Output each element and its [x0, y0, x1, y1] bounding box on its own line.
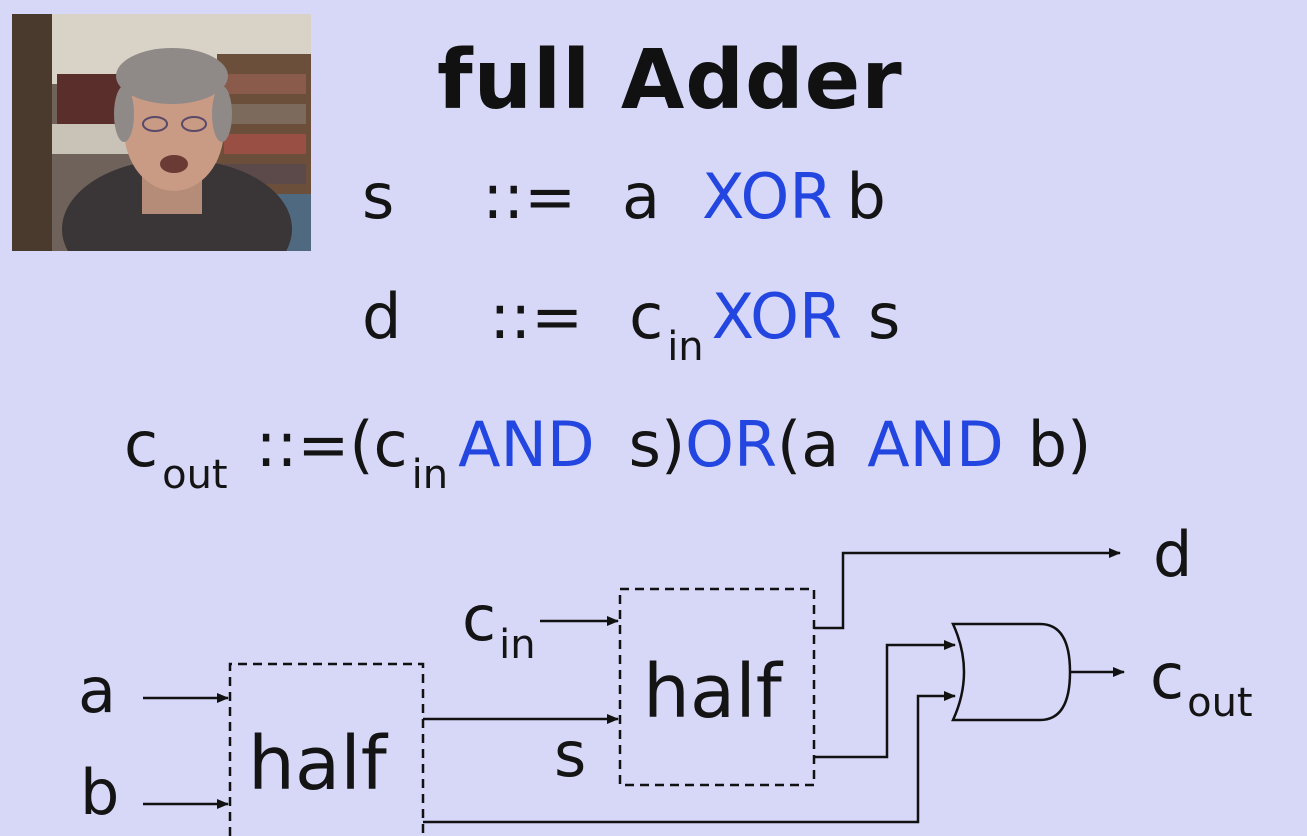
output-cout-sub: out [1187, 680, 1253, 726]
eq-cout-lhs-sub: out [162, 452, 228, 498]
wire-s-label: s [554, 718, 587, 791]
wire-d [814, 548, 1121, 630]
eq-d-term1-sub: in [667, 324, 704, 370]
eq-cout-term1: s) [628, 408, 686, 481]
eq-cout-term2: (a [777, 408, 840, 481]
eq-s-term1: a [622, 160, 661, 233]
eq-cout-term3: b) [1027, 408, 1092, 481]
half-adder-2-label: half [643, 649, 782, 735]
output-d-label: d [1153, 518, 1193, 591]
or-gate [951, 622, 1072, 722]
eq-d-term1: c [629, 280, 664, 353]
input-cin-letter: c [462, 582, 497, 655]
eq-cout-part1: (c [349, 408, 408, 481]
eq-d-xor-keyword: XOR [711, 280, 843, 353]
wire-half2-carry [814, 640, 956, 759]
eq-cout-or-keyword: OR [685, 408, 778, 481]
webcam-video-inset [12, 14, 311, 251]
eq-s-term2: b [846, 160, 886, 233]
input-b-label: b [80, 756, 120, 829]
input-a-label: a [78, 654, 116, 727]
half-adder-1-box [228, 662, 425, 836]
input-cin-sub: in [499, 622, 536, 668]
eq-s-xor-keyword: XOR [702, 160, 833, 233]
eq-s-op: ::= [482, 160, 577, 233]
input-cin-label: cin [462, 588, 536, 666]
eq-cout-and1-keyword: AND [458, 408, 595, 481]
output-cout-label: cout [1150, 646, 1253, 724]
eq-d-op: ::= [489, 280, 584, 353]
slide-title: full Adder [437, 33, 903, 128]
eq-d-term2: s [868, 280, 901, 353]
output-cout-letter: c [1150, 640, 1185, 713]
eq-cout-op: ::= [255, 408, 350, 481]
eq-cout-part1-sub: in [411, 452, 449, 498]
eq-cout-and2-keyword: AND [867, 408, 1004, 481]
eq-d-lhs: d [362, 280, 402, 353]
eq-s-lhs: s [362, 160, 395, 233]
eq-cout-lhs: c [124, 408, 159, 481]
wire-half1-carry [423, 691, 956, 824]
presenter-video-frame [12, 14, 311, 251]
half-adder-1-label: half [248, 721, 387, 807]
half-adder-2-box [618, 587, 816, 787]
